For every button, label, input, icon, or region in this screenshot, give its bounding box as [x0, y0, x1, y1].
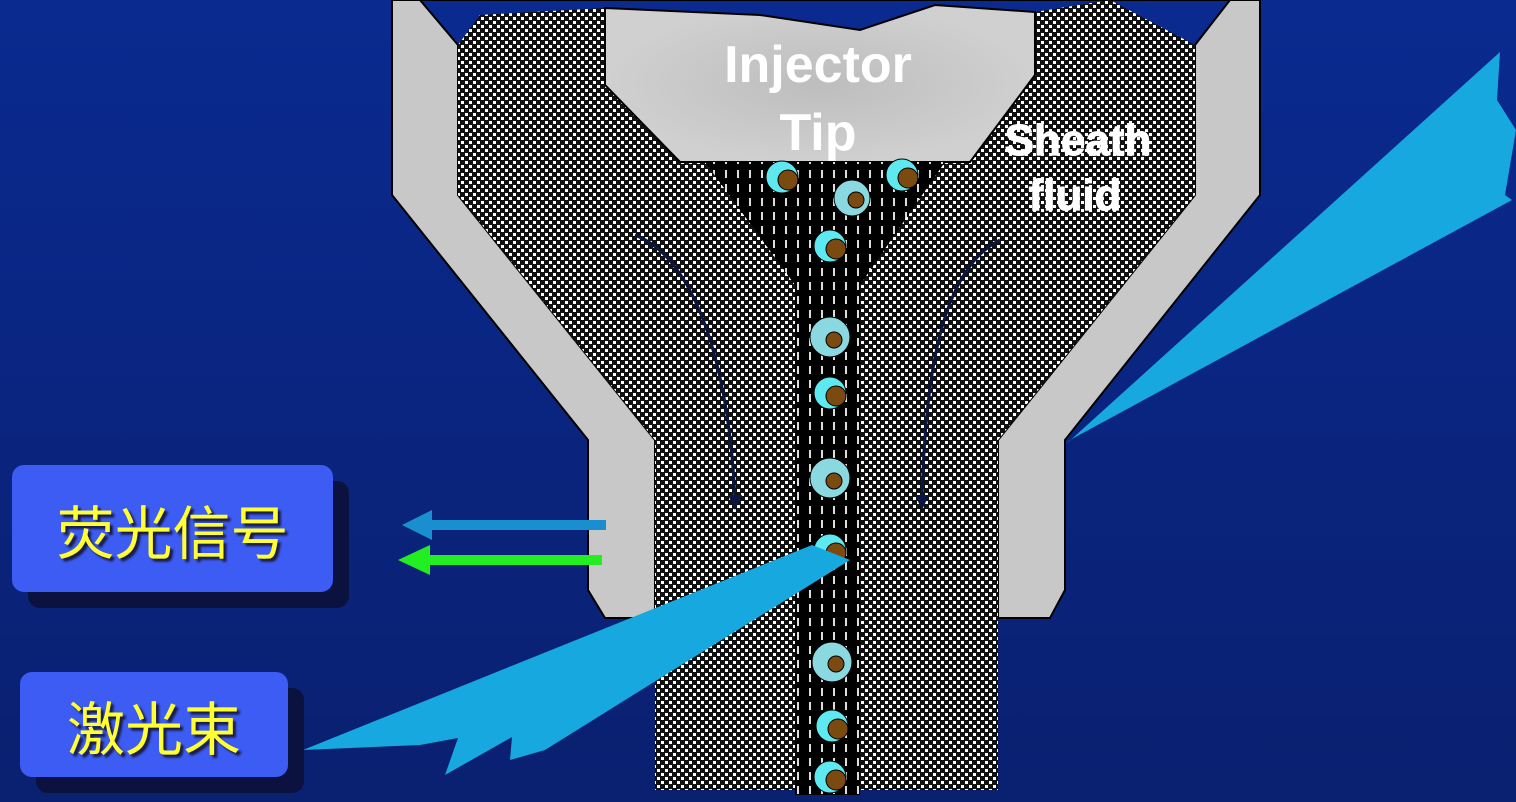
laser-beam-label: 激光束: [20, 672, 288, 777]
flow-arrow-left: [634, 233, 737, 501]
cell: [815, 709, 849, 743]
fluorescence-signal-label: 荧光信号: [12, 465, 333, 592]
cell: [813, 229, 847, 263]
nozzle-wall: [391, 0, 1261, 619]
injector-label-line2: Tip: [779, 104, 856, 162]
flow-arrow-right: [920, 238, 1001, 501]
cell: [811, 641, 853, 683]
fluorescence-arrow-green: [398, 545, 602, 575]
cell: [809, 457, 851, 499]
cell: [813, 376, 847, 410]
incoming-laser-beam: [1065, 52, 1516, 445]
cell: [765, 160, 799, 194]
sheath-label-line2: fluid: [1029, 171, 1122, 220]
fluorescence-arrow-blue: [402, 510, 606, 540]
injector-label-line1: Injector: [724, 36, 912, 94]
injector-tip: [604, 3, 1036, 163]
cell: [833, 179, 871, 217]
cell: [813, 760, 847, 794]
laser-beam: [303, 545, 850, 775]
fluorescence-signal-text: 荧光信号: [56, 499, 289, 568]
cell: [885, 158, 919, 192]
sheath-label-line1: Sheath: [1005, 116, 1152, 165]
cell: [809, 316, 851, 358]
laser-beam-text: 激光束: [66, 695, 241, 764]
